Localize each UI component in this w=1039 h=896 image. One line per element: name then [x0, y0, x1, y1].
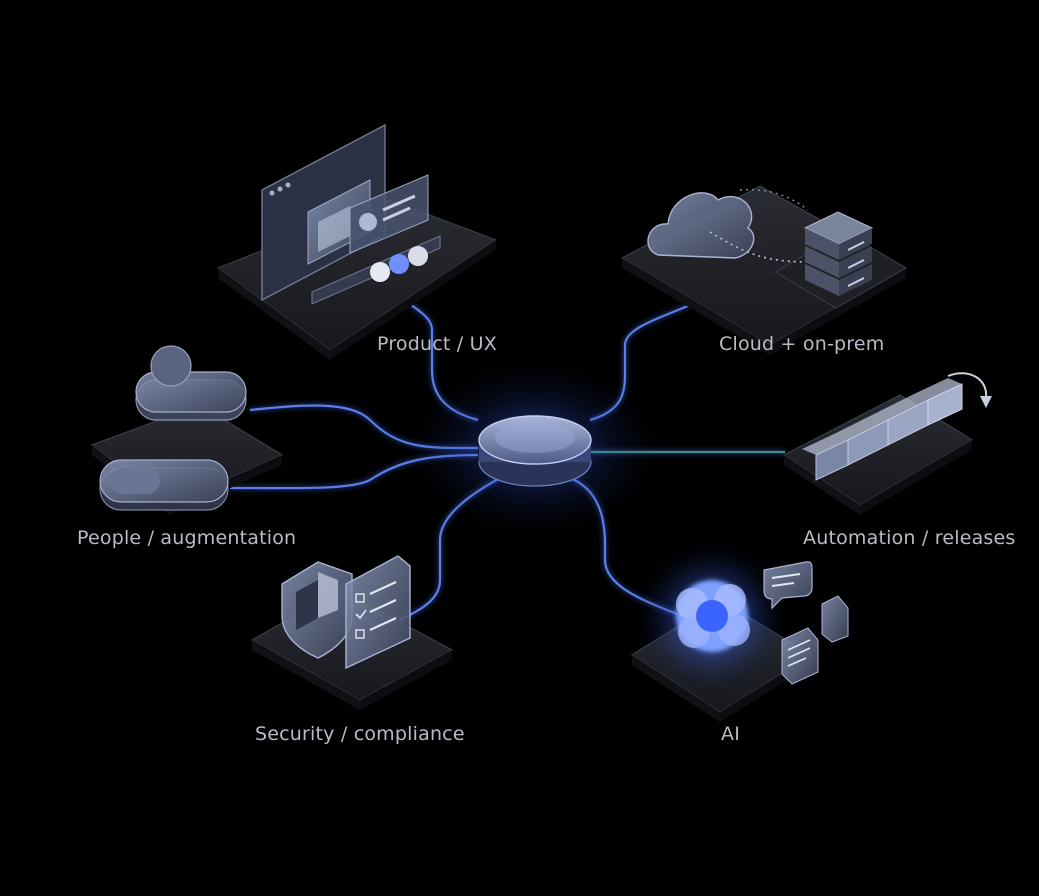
- automation-releases-label: Automation / releases: [803, 527, 1016, 549]
- ai-node: [630, 540, 849, 722]
- browser-window-icon: [261, 123, 441, 305]
- cloud-on-prem-label: Cloud + on-prem: [719, 333, 885, 355]
- product-ux-label: Product / UX: [377, 333, 497, 355]
- cloud-node: [620, 185, 908, 355]
- shield-checklist-icon: [281, 555, 411, 670]
- security-compliance-label: Security / compliance: [255, 723, 465, 745]
- security-node: [250, 555, 454, 710]
- people-augmentation-label: People / augmentation: [77, 527, 297, 549]
- people-node: [90, 345, 284, 515]
- ai-label: AI: [721, 723, 741, 745]
- ai-orb-icon: [634, 540, 790, 696]
- product-ux-node: [216, 123, 498, 360]
- automation-node: [782, 372, 992, 515]
- pipeline-icon: [802, 372, 992, 481]
- cloud-server-icon: [647, 188, 874, 296]
- person-toggle-icon: [99, 345, 247, 511]
- central-hub: [405, 358, 665, 538]
- document-icon: [781, 595, 849, 685]
- chat-bubble-icon: [763, 561, 813, 610]
